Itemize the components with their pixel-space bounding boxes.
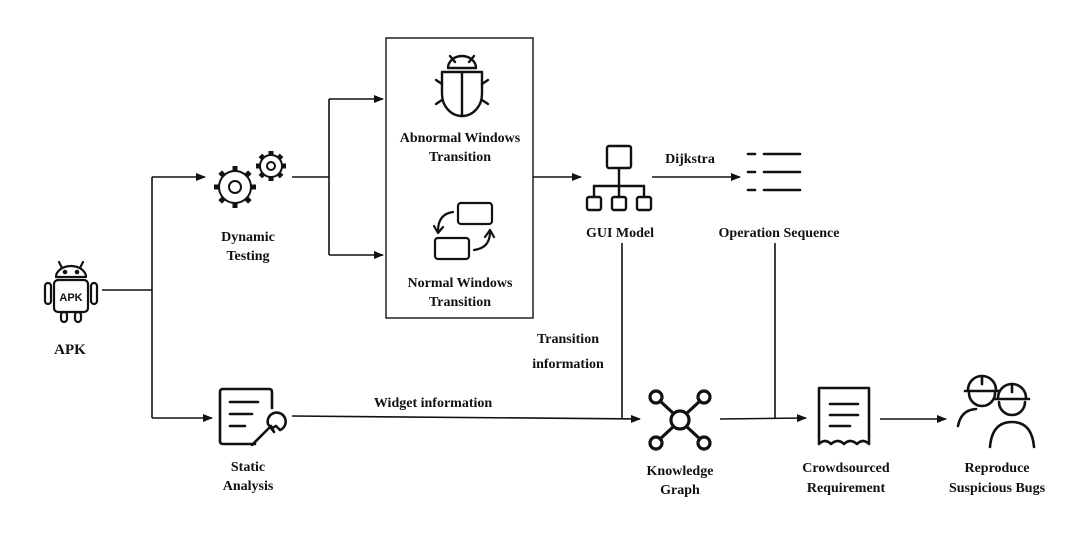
gui-model-label: GUI Model bbox=[586, 226, 654, 241]
connectors bbox=[102, 95, 947, 423]
edge-label-dijkstra: Dijkstra bbox=[665, 152, 715, 167]
gear-tooth bbox=[277, 153, 284, 160]
gear-tooth bbox=[244, 196, 252, 204]
static-analysis-label-2: Analysis bbox=[223, 479, 274, 494]
android-apk-icon bbox=[43, 260, 99, 324]
gear-tooth bbox=[258, 153, 265, 160]
gears-icon bbox=[214, 151, 286, 208]
abnormal-transition-label-2: Transition bbox=[429, 150, 491, 165]
network-graph-icon bbox=[648, 389, 712, 451]
reproduce-bugs-label-2: Suspicious Bugs bbox=[949, 481, 1046, 496]
normal-transition-label-1: Normal Windows bbox=[408, 276, 513, 291]
edge-label-transition-2: information bbox=[532, 357, 604, 372]
hierarchy-icon bbox=[585, 144, 653, 212]
gear-tooth bbox=[277, 172, 284, 179]
arrow-to-requirement bbox=[719, 414, 807, 423]
knowledge-graph-label-1: Knowledge bbox=[647, 464, 714, 479]
crowdsourced-requirement-label-1: Crowdsourced bbox=[802, 461, 890, 476]
crowdsourced-requirement-label-2: Requirement bbox=[807, 481, 886, 496]
transition-box bbox=[385, 37, 534, 319]
apk-icon-text: APK bbox=[59, 292, 82, 304]
static-analysis-label-1: Static bbox=[231, 460, 265, 475]
receipt-icon bbox=[817, 386, 871, 446]
document-wrench-icon bbox=[218, 387, 287, 447]
arrow-widget-info bbox=[291, 414, 641, 423]
dynamic-testing-label-1: Dynamic bbox=[221, 230, 275, 245]
window-cycle-icon bbox=[432, 201, 496, 261]
abnormal-transition-label-1: Abnormal Windows bbox=[400, 131, 521, 146]
list-icon bbox=[746, 152, 802, 192]
dynamic-testing-label-2: Testing bbox=[226, 249, 269, 264]
edge-label-widget-information: Widget information bbox=[374, 396, 493, 411]
edge-label-transition-1: Transition bbox=[537, 332, 599, 347]
gear-tooth bbox=[218, 196, 226, 204]
workers-icon bbox=[956, 374, 1036, 449]
operation-sequence-label: Operation Sequence bbox=[719, 226, 840, 241]
gear-tooth bbox=[258, 172, 265, 179]
reproduce-bugs-label-1: Reproduce bbox=[964, 461, 1029, 476]
gear-tooth bbox=[244, 170, 252, 178]
gear-tooth bbox=[218, 170, 226, 178]
knowledge-graph-label-2: Graph bbox=[660, 483, 700, 498]
normal-transition-label-2: Transition bbox=[429, 295, 491, 310]
bug-icon bbox=[434, 54, 490, 118]
apk-label: APK bbox=[54, 342, 86, 358]
